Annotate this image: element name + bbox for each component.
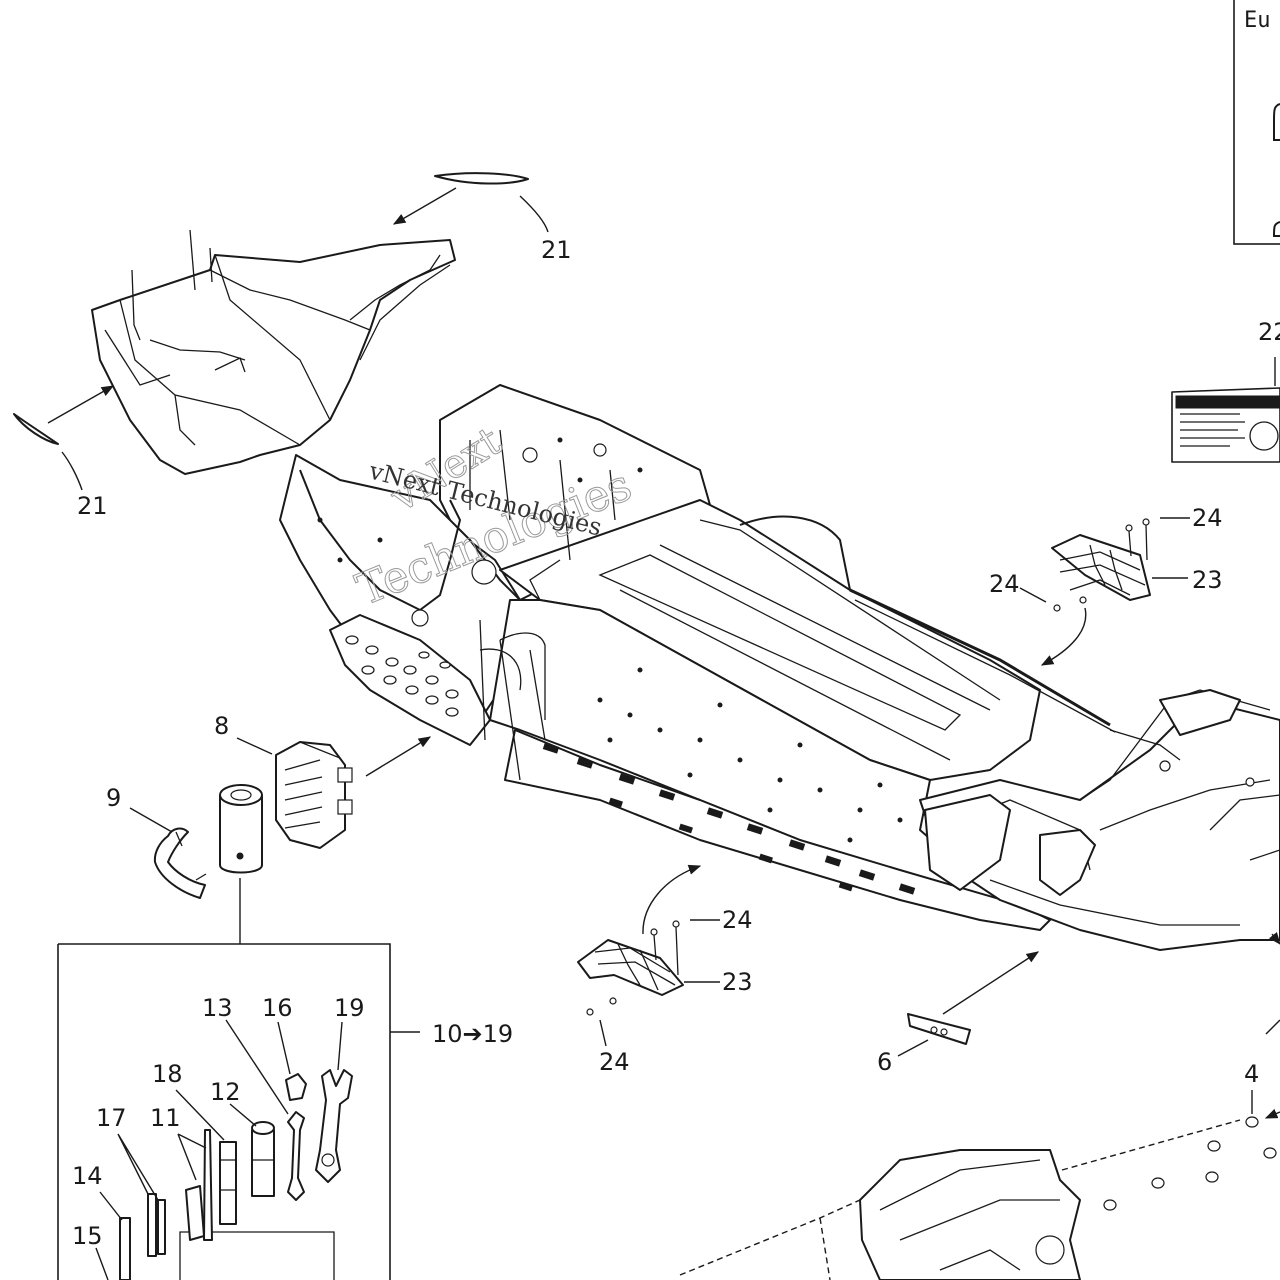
callout-21-top: 21 [541,236,572,264]
callout-8: 8 [214,712,229,740]
cover-8 [275,741,353,849]
rear-panel [859,1149,1081,1280]
inset-box: Eu [1233,0,1280,245]
callout-23-right: 23 [1192,566,1223,594]
decal-22 [1171,357,1280,463]
callout-11: 11 [150,1104,181,1132]
frame-holes [345,443,1255,787]
grommets-4 [1103,1116,1277,1211]
callout-24-right-top: 24 [1192,504,1223,532]
footrest-23-right [1051,534,1151,601]
callout-19: 19 [334,994,365,1022]
callouts: 21 21 22 24 24 23 8 9 24 23 24 10➔19 6 4… [72,236,1280,1250]
leaders [47,187,1280,1280]
callout-14: 14 [72,1162,103,1190]
rail-slots [542,742,916,895]
callout-23-bottom: 23 [722,968,753,996]
chassis-frame [279,384,1280,951]
callout-13: 13 [202,994,233,1022]
decal-21-left [13,413,59,445]
callout-24-bottom: 24 [599,1048,630,1076]
decal-6 [907,1013,971,1045]
tool-canister [219,784,263,874]
decal-21-top [434,172,529,185]
callout-4: 4 [1244,1060,1259,1088]
toolkit-box [57,878,420,1280]
callout-10-19: 10➔19 [432,1020,513,1048]
callout-9: 9 [106,784,121,812]
callout-16: 16 [262,994,293,1022]
strap-9 [153,827,207,899]
callout-24-right-left: 24 [989,570,1020,598]
rivet-dots [317,437,903,843]
callout-12: 12 [210,1078,241,1106]
tools [119,1069,353,1280]
callout-24-bottom-top: 24 [722,906,753,934]
inset-label: Eu [1244,8,1271,33]
callout-17: 17 [96,1104,127,1132]
footrest-23-bottom [577,939,684,996]
callout-15: 15 [72,1222,103,1250]
callout-6: 6 [877,1048,892,1076]
callout-22: 22 [1258,318,1280,346]
fasteners-24 [586,518,1150,1016]
callout-21-left: 21 [77,492,108,520]
hood-panel [91,229,456,475]
callout-18: 18 [152,1060,183,1088]
